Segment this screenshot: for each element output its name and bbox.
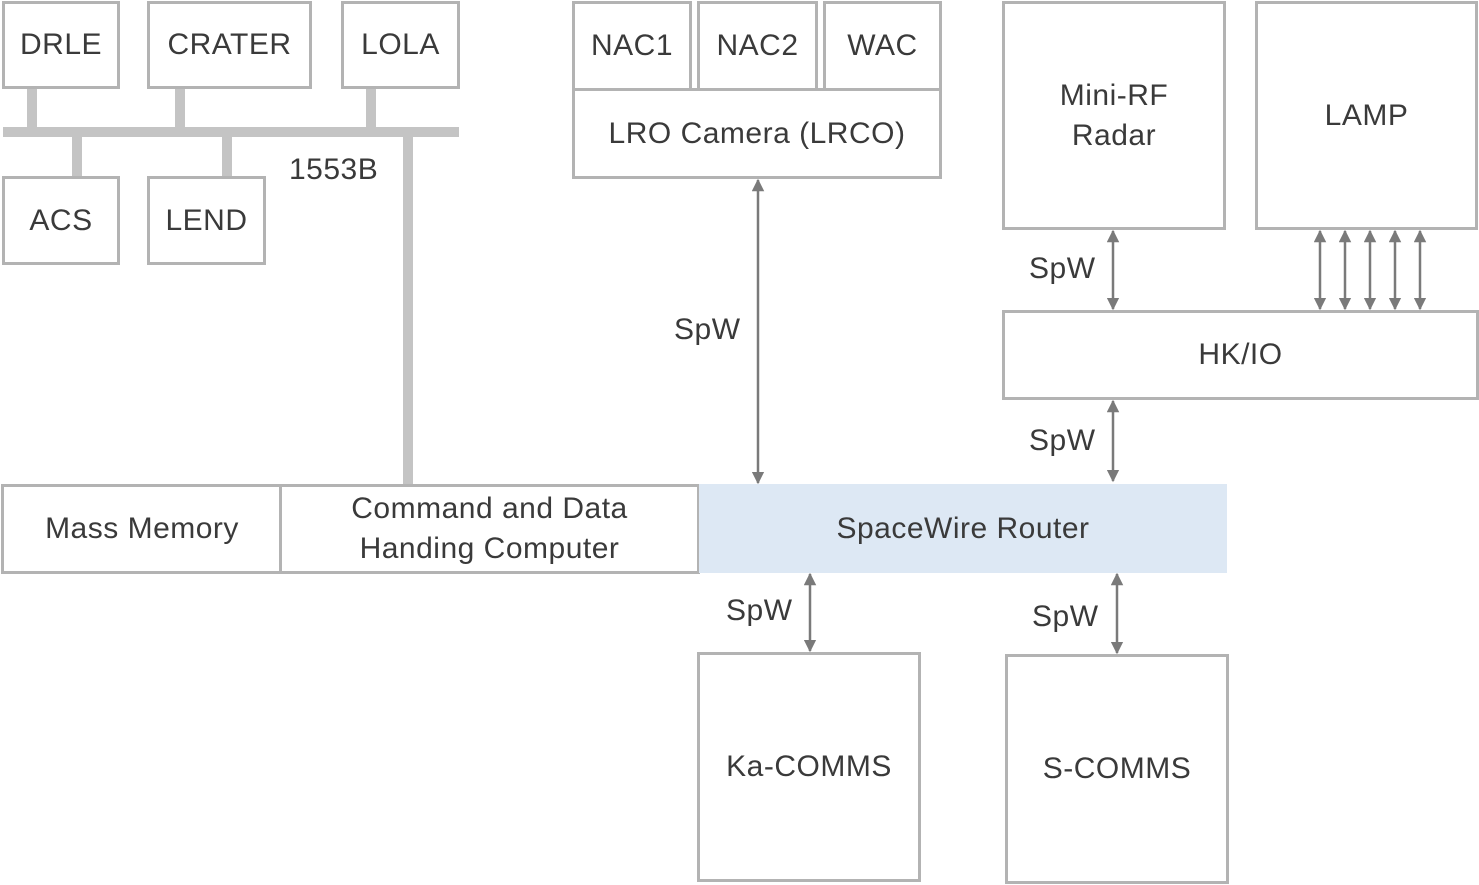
bus-stub-lend <box>222 132 232 178</box>
bus-stub-drle <box>27 88 37 132</box>
bus-stub-acs <box>72 132 82 178</box>
spw-label-router-s: SpW <box>1032 600 1099 633</box>
hkio-box: HK/IO <box>1002 310 1479 400</box>
spacewire-router-box: SpaceWire Router <box>699 484 1227 573</box>
lend-box: LEND <box>147 176 266 265</box>
s-comms-box: S-COMMS <box>1005 654 1229 884</box>
nac2-box: NAC2 <box>697 1 818 91</box>
cdhc-box: Command and Data Handing Computer <box>279 484 700 574</box>
mass-memory-box: Mass Memory <box>1 484 283 574</box>
spw-label-minirf-hkio: SpW <box>1029 252 1096 285</box>
acs-box: ACS <box>2 176 120 265</box>
bus-stub-lola <box>366 88 376 132</box>
mini-rf-radar-box: Mini-RF Radar <box>1002 1 1226 230</box>
crater-box: CRATER <box>147 1 312 89</box>
drle-box: DRLE <box>2 1 120 89</box>
bus-stub-crater <box>175 88 185 132</box>
ka-comms-box: Ka-COMMS <box>697 652 921 882</box>
bus-drop-cdhc <box>403 132 413 486</box>
spw-label-router-ka: SpW <box>726 594 793 627</box>
spw-label-hkio-router: SpW <box>1029 424 1096 457</box>
lola-box: LOLA <box>341 1 460 89</box>
lamp-box: LAMP <box>1255 1 1478 230</box>
lro-camera-box: LRO Camera (LRCO) <box>572 88 942 179</box>
spw-label-camera-router: SpW <box>674 313 741 346</box>
bus-1553b-label: 1553B <box>289 153 379 186</box>
